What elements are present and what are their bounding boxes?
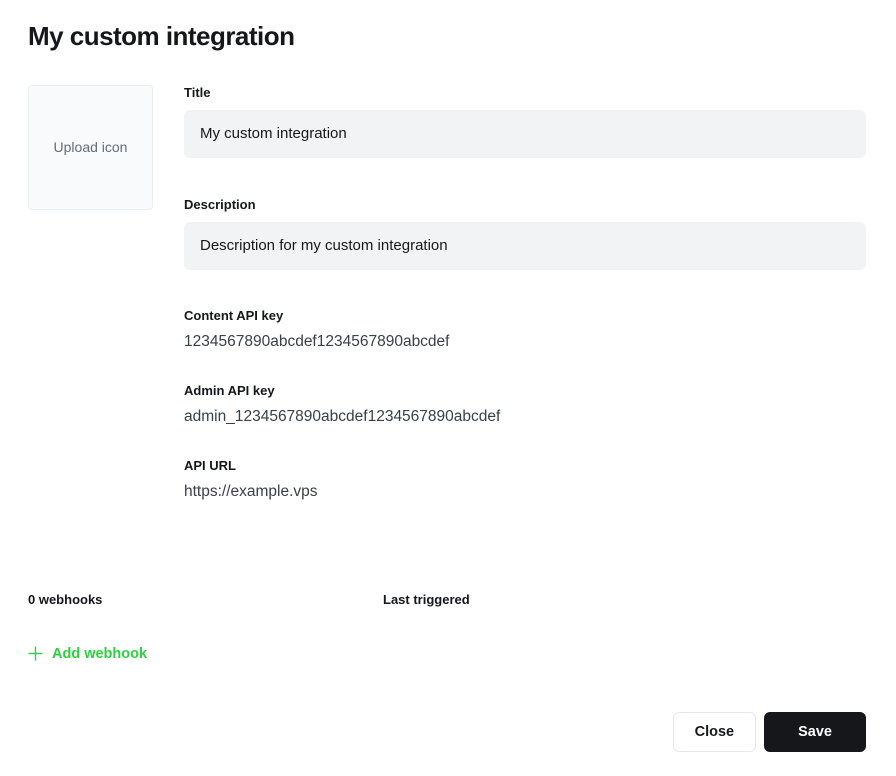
content-api-key-group: Content API key 1234567890abcdef12345678… (184, 308, 866, 351)
api-url-value[interactable]: https://example.vps (184, 482, 318, 500)
title-field-group: Title (184, 85, 866, 158)
webhooks-count-label: 0 webhooks (28, 591, 103, 607)
add-webhook-label: Add webhook (52, 645, 148, 662)
content-api-key-label: Content API key (184, 307, 284, 323)
webhooks-last-triggered-column: Last triggered (383, 591, 470, 609)
title-input[interactable] (184, 109, 866, 158)
plus-icon (28, 646, 43, 661)
api-url-group: API URL https://example.vps (184, 458, 866, 501)
description-input[interactable] (184, 221, 866, 270)
api-url-label: API URL (184, 457, 236, 473)
close-button[interactable]: Close (672, 712, 757, 753)
content-api-key-value[interactable]: 1234567890abcdef1234567890abcdef (184, 332, 450, 350)
integration-details: Upload icon Title Description Content AP… (28, 84, 866, 501)
save-button[interactable]: Save (764, 712, 866, 753)
admin-api-key-value[interactable]: admin_1234567890abcdef1234567890abcdef (184, 407, 501, 425)
modal-body: My custom integration Upload icon Title … (28, 21, 866, 663)
last-triggered-label: Last triggered (383, 591, 470, 607)
integration-fields: Title Description Content API key 123456… (184, 85, 866, 501)
title-label: Title (184, 84, 211, 100)
admin-api-key-group: Admin API key admin_1234567890abcdef1234… (184, 383, 866, 426)
description-label: Description (184, 196, 256, 212)
upload-icon-dropzone[interactable]: Upload icon (28, 84, 153, 210)
webhooks-count-column: 0 webhooks (28, 591, 383, 609)
webhooks-table-header: 0 webhooks Last triggered (28, 591, 866, 609)
admin-api-key-label: Admin API key (184, 382, 275, 398)
add-webhook-button[interactable]: Add webhook (28, 645, 147, 663)
description-field-group: Description (184, 197, 866, 270)
upload-icon-label: Upload icon (53, 139, 128, 156)
page-title: My custom integration (28, 21, 295, 51)
modal-footer: Close Save (0, 712, 896, 776)
